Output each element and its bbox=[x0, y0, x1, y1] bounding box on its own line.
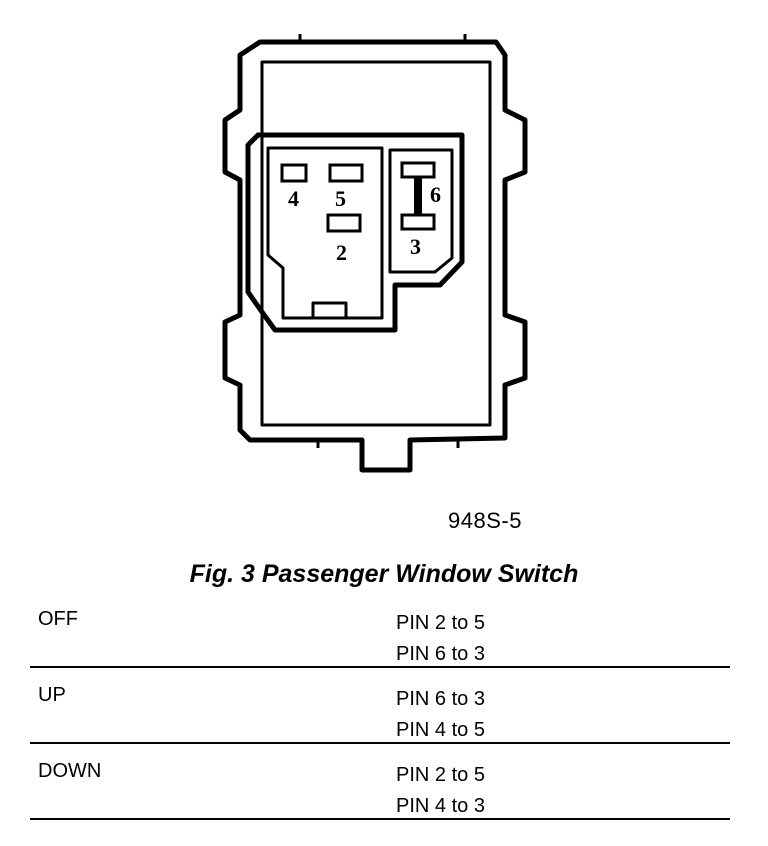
pin-connection: PIN 6 to 3 bbox=[396, 688, 485, 710]
connector-notch bbox=[311, 301, 348, 318]
pin-connection: PIN 6 to 3 bbox=[396, 643, 485, 665]
pin-connection-table: OFF PIN 2 to 5 PIN 6 to 3 UP PIN 6 to 3 … bbox=[30, 598, 730, 820]
window-switch-diagram: 4 5 6 2 3 bbox=[222, 34, 528, 473]
pin-label-4: 4 bbox=[288, 186, 299, 211]
pin-4-terminal bbox=[280, 163, 308, 183]
pin-2-terminal bbox=[326, 213, 362, 233]
table-row: DOWN PIN 2 to 5 PIN 4 to 3 bbox=[30, 750, 730, 820]
pin-6-to-3-jumper bbox=[414, 177, 422, 215]
pin-5-terminal bbox=[328, 163, 364, 183]
pin-connection: PIN 4 to 3 bbox=[396, 795, 485, 817]
switch-housing bbox=[222, 39, 528, 473]
connector-right-pocket bbox=[388, 148, 454, 274]
switch-state: OFF bbox=[38, 608, 78, 630]
pin-label-6: 6 bbox=[430, 182, 441, 207]
connector-outline bbox=[245, 132, 465, 333]
switch-housing-inner bbox=[260, 60, 492, 427]
pin-connection: PIN 2 to 5 bbox=[396, 764, 485, 786]
pin-connection: PIN 2 to 5 bbox=[396, 612, 485, 634]
part-number: 948S-5 bbox=[448, 508, 522, 533]
connector-inner-outline bbox=[266, 146, 384, 320]
pin-3-terminal bbox=[400, 213, 436, 231]
switch-state: DOWN bbox=[38, 760, 102, 782]
pin-connection: PIN 4 to 5 bbox=[396, 719, 485, 741]
pin-6-terminal bbox=[400, 161, 436, 179]
pin-label-5: 5 bbox=[335, 186, 346, 211]
switch-state: UP bbox=[38, 684, 66, 706]
table-row: OFF PIN 2 to 5 PIN 6 to 3 bbox=[30, 598, 730, 668]
table-row: UP PIN 6 to 3 PIN 4 to 5 bbox=[30, 674, 730, 744]
figure-caption: Fig. 3 Passenger Window Switch bbox=[189, 560, 579, 588]
pin-label-2: 2 bbox=[336, 240, 347, 265]
pin-label-3: 3 bbox=[410, 234, 421, 259]
